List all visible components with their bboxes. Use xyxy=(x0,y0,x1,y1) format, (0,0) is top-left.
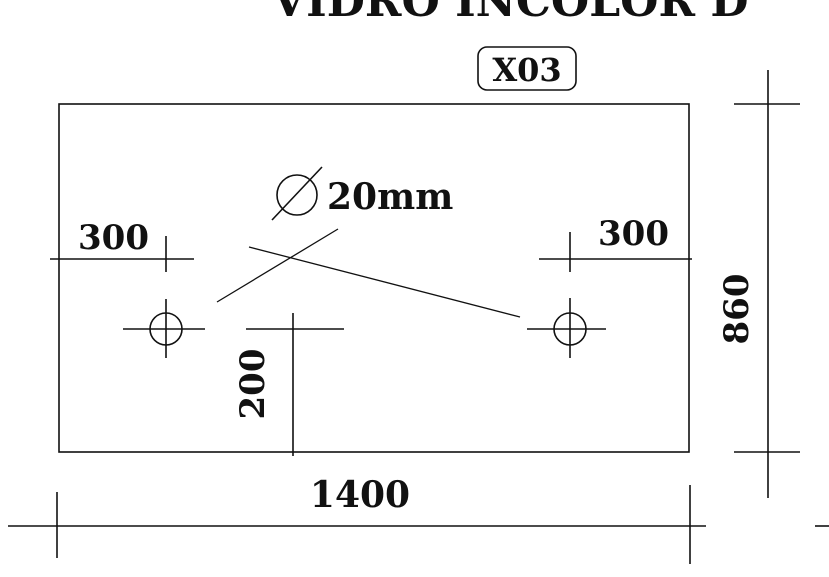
diameter-icon xyxy=(271,166,323,221)
left-offset-label: 300 xyxy=(78,218,149,258)
overall-width-label: 1400 xyxy=(310,474,410,516)
panel-tag-frame xyxy=(477,46,577,91)
hole-height-label: 200 xyxy=(233,349,273,420)
leader-line-left-hole xyxy=(216,228,339,303)
leader-line-right-hole xyxy=(248,246,521,318)
hole-diameter-label: 20mm xyxy=(327,176,453,218)
glass-panel-outline xyxy=(58,103,690,453)
overall-height-label: 860 xyxy=(717,274,757,345)
right-offset-label: 300 xyxy=(598,214,669,254)
drill-hole-icon xyxy=(123,299,205,358)
drawing-title: VIDRO INCOLOR D xyxy=(271,0,749,27)
drill-hole-icon xyxy=(527,298,606,358)
panel-tag: X03 xyxy=(492,51,561,89)
